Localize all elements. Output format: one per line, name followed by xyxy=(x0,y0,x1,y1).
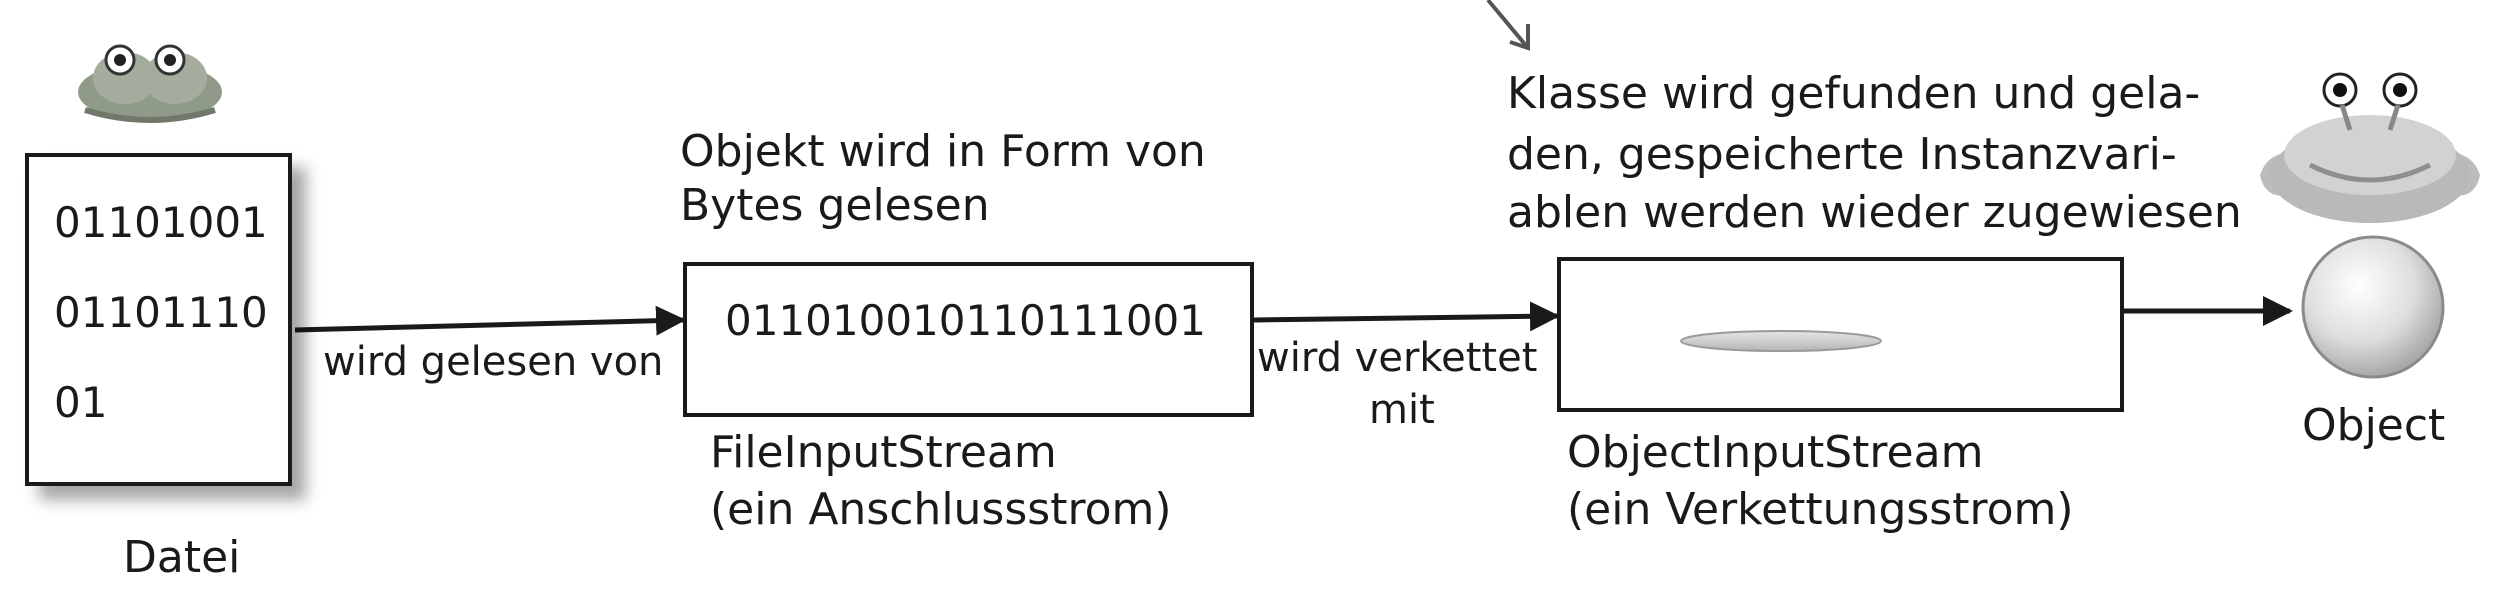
object-sphere-icon xyxy=(2301,235,2445,379)
edge-label-chained-line-1: wird verkettet xyxy=(1257,335,1538,381)
arrow-file-to-fis xyxy=(294,305,686,336)
ois-label-line-1: ObjectInputStream xyxy=(1567,427,1984,478)
file-label: Datei xyxy=(123,532,241,583)
pointer-arrow-top xyxy=(1486,0,1530,51)
file-input-stream-box: 011010010110111001 xyxy=(683,262,1254,417)
creature-icon-large xyxy=(2260,72,2480,223)
ois-label-line-2: (ein Verkettungsstrom) xyxy=(1567,484,2074,535)
fis-label-line-1: FileInputStream xyxy=(710,427,1057,478)
ois-note-line-3: ablen werden wieder zugewiesen xyxy=(1507,187,2242,238)
object-input-stream-box xyxy=(1557,257,2124,412)
flattened-object-icon xyxy=(1680,330,1882,352)
creature-icon-small xyxy=(78,44,222,123)
object-label: Object xyxy=(2302,400,2446,451)
fis-note-line-1: Objekt wird in Form von xyxy=(680,126,1206,177)
file-bits-row-2: 01101110 xyxy=(54,288,268,337)
file-box: 01101001 01101110 01 xyxy=(25,153,292,486)
fis-note-line-2: Bytes gelesen xyxy=(680,180,990,231)
file-bits-row-1: 01101001 xyxy=(54,198,268,247)
fis-label-line-2: (ein Anschlussstrom) xyxy=(710,484,1172,535)
fis-bits: 011010010110111001 xyxy=(725,296,1206,345)
edge-label-chained-line-2: mit xyxy=(1369,387,1435,433)
file-bits-row-3: 01 xyxy=(54,378,108,427)
edge-label-read-by: wird gelesen von xyxy=(323,339,664,385)
ois-note-line-2: den, gespeicherte Instanzvari- xyxy=(1507,129,2177,180)
arrow-fis-to-ois xyxy=(1253,301,1560,332)
ois-note-line-1: Klasse wird gefunden und gela- xyxy=(1507,68,2201,119)
